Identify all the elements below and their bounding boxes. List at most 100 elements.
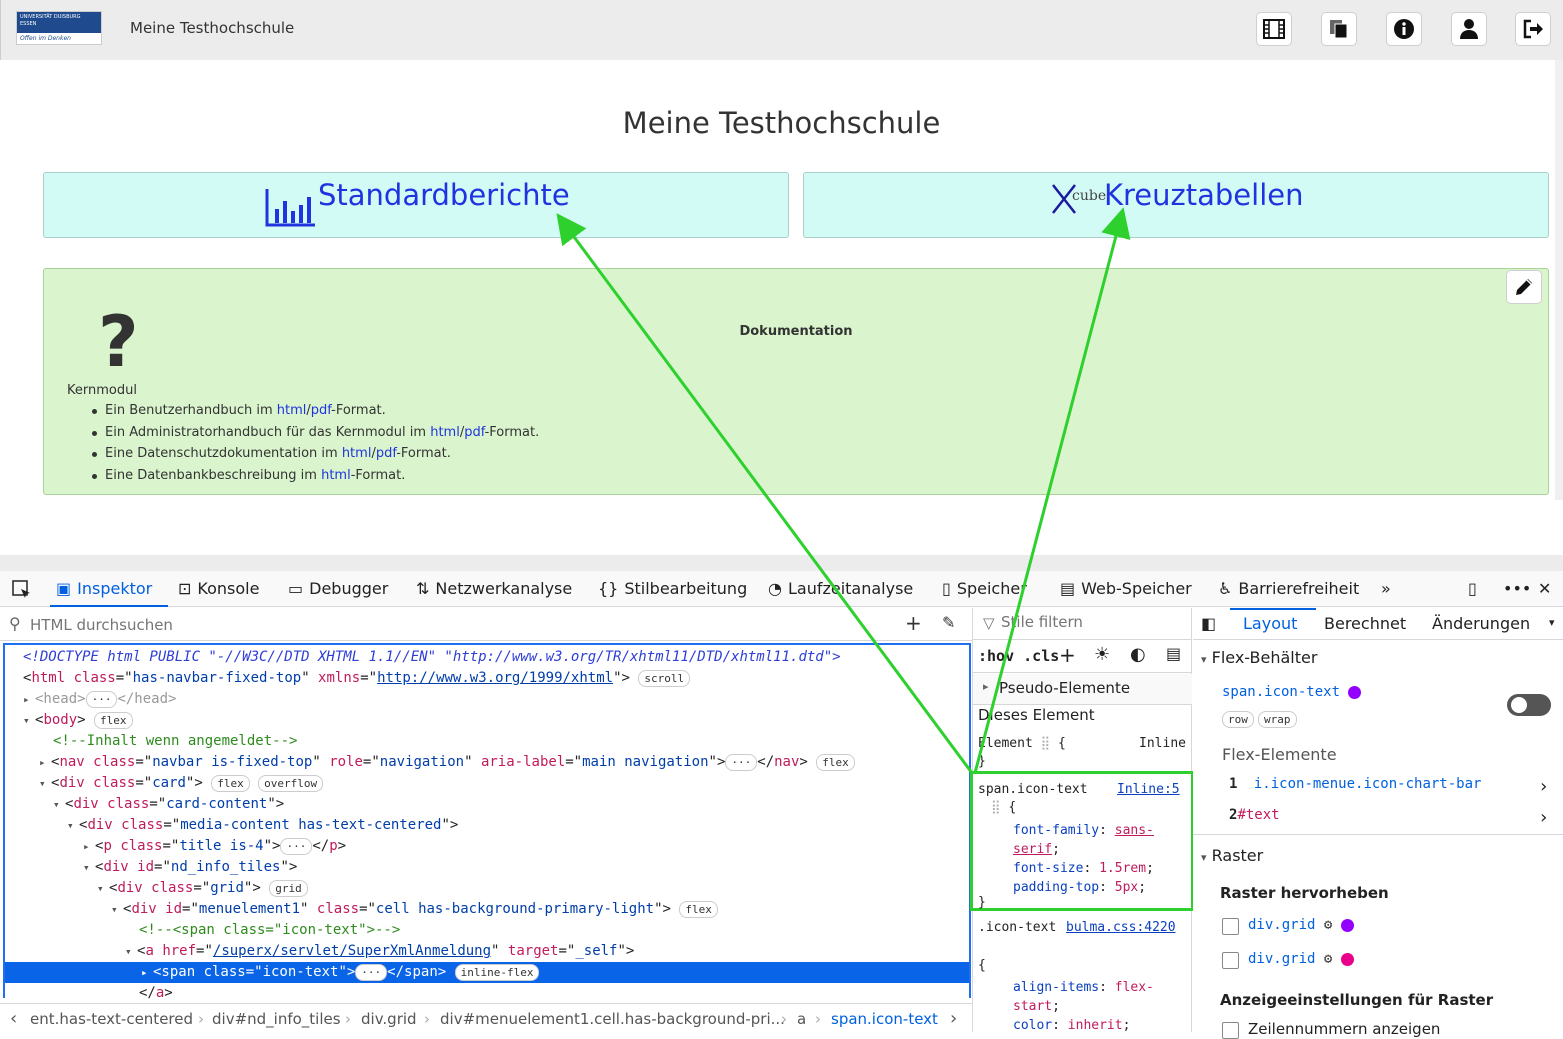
pencil-icon bbox=[1516, 279, 1532, 295]
flex-highlight-toggle[interactable] bbox=[1507, 694, 1551, 716]
chevron-down-icon[interactable]: ▾ bbox=[1549, 616, 1555, 629]
html-link[interactable]: html bbox=[321, 467, 351, 483]
rules-filter-bar: ▽ bbox=[973, 608, 1192, 640]
pdf-link[interactable]: pdf bbox=[464, 424, 485, 440]
breadcrumb-item[interactable]: div.grid bbox=[361, 1010, 417, 1028]
tab-layout[interactable]: Layout bbox=[1243, 614, 1298, 633]
element-picker-icon[interactable] bbox=[12, 580, 32, 600]
add-rule-icon[interactable]: + bbox=[1059, 643, 1076, 667]
light-mode-icon[interactable]: ☀ bbox=[1094, 644, 1111, 665]
devtools-close-button[interactable]: ✕ bbox=[1538, 579, 1551, 598]
tab-konsole[interactable]: ⊡Konsole bbox=[178, 579, 260, 598]
tree-line[interactable]: ▾<div id="nd_info_tiles"> bbox=[83, 859, 298, 875]
tree-line[interactable]: ▾<div class="grid"> grid bbox=[97, 878, 308, 899]
toggle-sidebar-icon[interactable]: ◧ bbox=[1201, 614, 1217, 633]
hov-cls-toggle[interactable]: :hov .cls bbox=[978, 647, 1060, 665]
logo-wordmark: UNIVERSITÄT DUISBURG ESSEN bbox=[17, 12, 101, 33]
tab-stilbearbeitung[interactable]: {}Stilbearbeitung bbox=[598, 579, 748, 598]
tree-line[interactable]: <html class="has-navbar-fixed-top" xmlns… bbox=[23, 668, 691, 689]
pdf-link[interactable]: pdf bbox=[375, 446, 397, 461]
eyedropper-icon[interactable]: ✎ bbox=[942, 613, 956, 632]
logout-button[interactable] bbox=[1515, 12, 1551, 46]
tab-laufzeitanalyse[interactable]: ◔Laufzeitanalyse bbox=[768, 579, 914, 598]
tab-debugger[interactable]: ▭Debugger bbox=[288, 579, 389, 598]
copy-button[interactable] bbox=[1321, 12, 1357, 46]
sidebar-tabs: ◧ Layout Berechnet Änderungen ▾ bbox=[1193, 608, 1563, 640]
grid-checkbox[interactable] bbox=[1222, 918, 1239, 935]
kreuztabellen-link[interactable]: Kreuztabellen bbox=[1104, 178, 1304, 212]
flex-container-selector[interactable]: span.icon-text bbox=[1222, 684, 1362, 700]
chevron-left-icon[interactable]: ‹ bbox=[10, 1008, 18, 1029]
tree-line[interactable]: ▸<head>···</head> bbox=[23, 691, 177, 708]
tree-line[interactable]: <!DOCTYPE html PUBLIC "-//W3C//DTD XHTML… bbox=[23, 649, 841, 665]
tree-line[interactable]: ▾<div class="card"> flex overflow bbox=[39, 773, 324, 794]
edit-button[interactable] bbox=[1506, 270, 1542, 304]
tab-berechnet[interactable]: Berechnet bbox=[1324, 614, 1407, 633]
question-icon: ? bbox=[98, 301, 139, 383]
grid-checkbox[interactable] bbox=[1222, 952, 1239, 969]
tree-line[interactable]: ▸<p class="title is-4">···</p> bbox=[83, 838, 347, 855]
rule2-source-link[interactable]: bulma.css:4220 bbox=[1066, 920, 1176, 935]
flex-item-row[interactable]: 2#text› bbox=[1229, 807, 1549, 828]
html-search-input[interactable] bbox=[30, 614, 890, 636]
tree-line[interactable]: ▸<nav class="navbar is-fixed-top" role="… bbox=[39, 752, 855, 773]
devtools-splitter[interactable] bbox=[0, 555, 1563, 571]
tree-line[interactable]: </a> bbox=[139, 985, 173, 1001]
tree-line-selected[interactable]: ▸<span class="icon-text">···</span> inli… bbox=[5, 962, 969, 983]
tree-line[interactable]: ▾<a href="/superx/servlet/SuperXmlAnmeld… bbox=[125, 943, 635, 959]
flex-item-row[interactable]: 1 i.icon-menue.icon-chart-bar› bbox=[1229, 776, 1549, 797]
tab-web-speicher[interactable]: ▤Web-Speicher bbox=[1060, 579, 1192, 598]
tree-line[interactable]: <!--<span class="icon-text">--> bbox=[139, 922, 401, 938]
html-search-bar: ⚲ + ✎ bbox=[0, 608, 973, 641]
responsive-mode-button[interactable]: ▯ bbox=[1468, 579, 1477, 598]
tile-standardberichte[interactable]: Standardberichte bbox=[43, 172, 789, 238]
page-scrollbar[interactable] bbox=[1555, 60, 1563, 500]
pdf-link[interactable]: pdf bbox=[310, 403, 332, 418]
breadcrumb-item[interactable]: ent.has-text-centered bbox=[30, 1010, 194, 1028]
tree-line[interactable]: ▾<div class="media-content has-text-cent… bbox=[67, 817, 459, 833]
rule-source-link[interactable]: Inline:5 bbox=[1117, 782, 1180, 797]
html-link[interactable]: html bbox=[341, 446, 372, 461]
tab-barrierefreiheit[interactable]: ♿Barrierefreiheit bbox=[1218, 579, 1360, 598]
print-icon[interactable]: ▤ bbox=[1166, 644, 1182, 663]
search-icon: ⚲ bbox=[9, 614, 21, 633]
tab-aenderungen[interactable]: Änderungen bbox=[1432, 614, 1531, 633]
tab-inspektor[interactable]: ▣Inspektor bbox=[56, 579, 153, 598]
dark-mode-icon[interactable]: ◐ bbox=[1130, 644, 1146, 665]
tree-line[interactable]: ▾<body> flex bbox=[23, 710, 133, 731]
html-link[interactable]: html bbox=[430, 424, 460, 440]
grid-item-label[interactable]: div.grid ⚙ bbox=[1248, 917, 1354, 933]
markup-tree: <!DOCTYPE html PUBLIC "-//W3C//DTD XHTML… bbox=[3, 643, 971, 1001]
tile-kreuztabellen[interactable]: cube Kreuztabellen bbox=[803, 172, 1549, 238]
breadcrumb-item[interactable]: div#nd_info_tiles bbox=[212, 1010, 341, 1028]
add-node-icon[interactable]: + bbox=[905, 611, 922, 635]
info-button[interactable] bbox=[1386, 12, 1422, 46]
styles-filter-input[interactable] bbox=[1001, 613, 1181, 631]
documentation-card: ? Dokumentation Kernmodul Ein Benutzerha… bbox=[43, 268, 1549, 495]
user-button[interactable] bbox=[1451, 12, 1487, 46]
tree-line[interactable]: ▾<div class="card-content"> bbox=[53, 796, 285, 812]
grid-item-label[interactable]: div.grid ⚙ bbox=[1248, 951, 1354, 967]
breadcrumb-item[interactable]: div#menuelement1.cell.has-background-pri… bbox=[440, 1010, 785, 1028]
tab-speicher[interactable]: ▯Speicher bbox=[942, 579, 1027, 598]
grid-section[interactable]: ▾ Raster bbox=[1201, 846, 1264, 865]
rule2-declarations[interactable]: align-items: flex-start; color: inherit; bbox=[1013, 980, 1154, 1033]
university-logo[interactable]: UNIVERSITÄT DUISBURG ESSEN Offen im Denk… bbox=[16, 11, 102, 45]
film-button[interactable] bbox=[1256, 12, 1292, 46]
breadcrumb-item[interactable]: a bbox=[797, 1010, 807, 1028]
xcube-icon-text: cube bbox=[1072, 188, 1107, 204]
expand-icon: ▸ bbox=[983, 680, 989, 693]
breadcrumb-item-current[interactable]: span.icon-text bbox=[831, 1010, 938, 1028]
tab-netzwerkanalyse[interactable]: ⇅Netzwerkanalyse bbox=[416, 579, 573, 598]
devtools-menu-button[interactable]: ••• bbox=[1503, 579, 1531, 598]
filter-icon: ▽ bbox=[983, 614, 995, 632]
more-tabs-button[interactable]: » bbox=[1381, 579, 1391, 598]
chevron-right-icon[interactable]: › bbox=[950, 1008, 958, 1029]
flex-container-section[interactable]: ▾ Flex-Behälter bbox=[1201, 648, 1318, 667]
rule-declarations[interactable]: font-family: sans-serif; font-size: 1.5r… bbox=[1013, 823, 1154, 895]
html-link[interactable]: html bbox=[276, 403, 307, 418]
pseudo-elements-toggle[interactable]: ▸ Pseudo-Elemente bbox=[973, 674, 1192, 705]
standardberichte-link[interactable]: Standardberichte bbox=[318, 178, 570, 212]
tree-line[interactable]: ▾<div id="menuelement1" class="cell has-… bbox=[111, 899, 718, 920]
tree-line[interactable]: <!--Inhalt wenn angemeldet--> bbox=[53, 733, 298, 749]
